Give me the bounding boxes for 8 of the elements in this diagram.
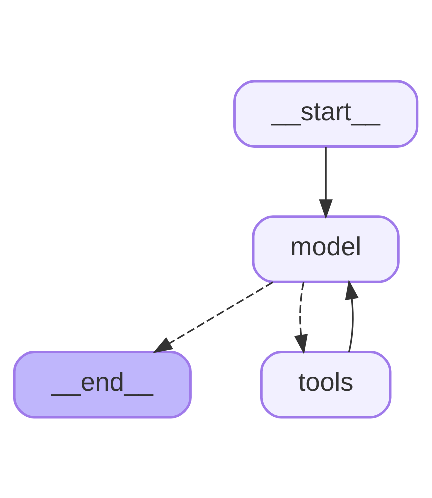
node-box: model bbox=[252, 215, 400, 283]
arrow bbox=[345, 280, 359, 352]
arrow bbox=[319, 146, 333, 219]
arrow bbox=[294, 282, 308, 354]
node-box: tools bbox=[260, 350, 392, 418]
arrow bbox=[153, 281, 274, 353]
node-box: __end__ bbox=[13, 350, 192, 418]
node-box: __start__ bbox=[234, 80, 419, 148]
